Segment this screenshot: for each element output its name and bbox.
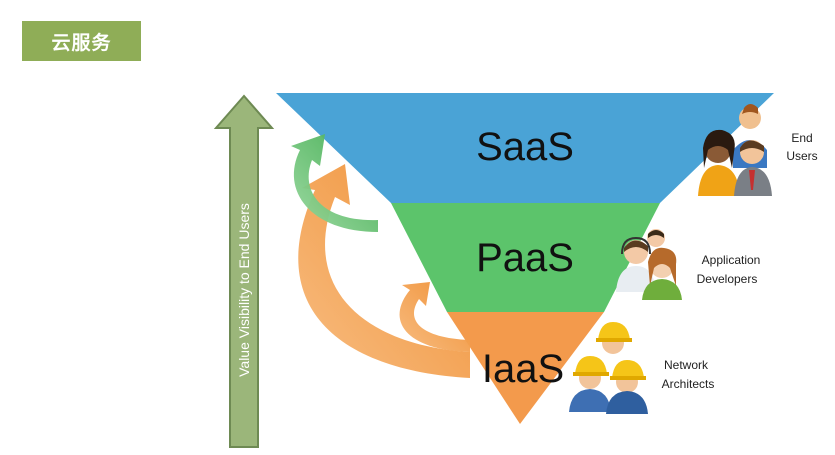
developer-pair-icon [616,229,682,300]
role-label-end: End [791,131,812,145]
hardhat-workers-icon [569,322,648,414]
green-curved-arrow [291,134,378,232]
layer-label-saas: SaaS [476,125,574,169]
page-title: 云服务 [22,21,141,61]
layer-label-iaas: IaaS [482,347,564,391]
people-group-icon [698,104,772,196]
layer-saas: SaaS [276,93,774,203]
role-label-application: Application [702,253,761,267]
axis-label: Value Visibility to End Users [236,203,252,377]
role-label-network: Network [664,358,709,372]
orange-curved-arrow-large [298,164,470,378]
layer-iaas: IaaS [447,312,604,424]
value-arrow: Value Visibility to End Users [213,94,275,448]
role-label-architects: Architects [662,377,715,391]
role-label-developers: Developers [697,272,758,286]
layer-label-paas: PaaS [476,236,574,280]
role-label-users: Users [786,149,817,163]
layer-paas: PaaS [391,203,660,312]
orange-curved-arrow-small [399,282,470,352]
